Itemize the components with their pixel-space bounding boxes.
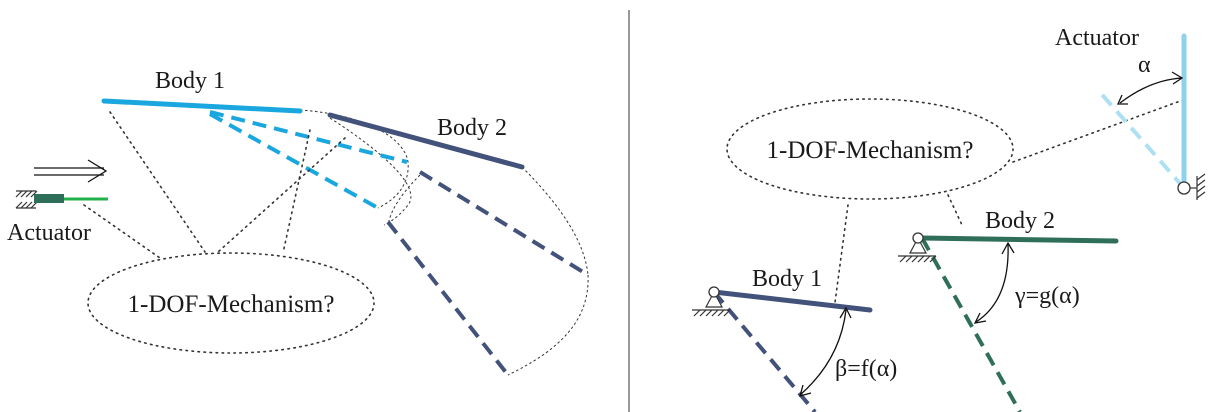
translation-arrow-icon (34, 159, 108, 183)
body2-pos2 (418, 170, 590, 277)
connector-body2 (217, 137, 346, 253)
ground-hatch (15, 190, 38, 209)
body2-pivot (912, 232, 924, 244)
actuator-pivot (1177, 181, 1191, 195)
body1-pivot (708, 286, 720, 298)
actuator-left (15, 159, 108, 209)
body1-label: Body 1 (155, 68, 225, 94)
mechanism-label: 1-DOF-Mechanism? (128, 291, 335, 318)
gamma-arrowhead-2 (973, 312, 987, 324)
beta-arc (799, 309, 847, 396)
beta-arrowhead-1 (839, 306, 852, 319)
body2-pos3 (386, 220, 510, 377)
actuator-ground-hatch (1196, 173, 1206, 199)
body2-ground-hatch (899, 255, 937, 263)
body1-right-dashed (712, 290, 817, 412)
body2-label: Body 2 (437, 115, 507, 141)
body2-right (898, 232, 1119, 412)
alpha-arrowhead-2 (1171, 71, 1184, 85)
gamma-label: γ=g(α) (1014, 283, 1080, 309)
actuator-label-right: Actuator (1055, 25, 1139, 51)
connector-body1-right (833, 204, 849, 311)
gamma-arrowhead-1 (1001, 241, 1015, 255)
body2-right-link (919, 235, 1119, 244)
gamma-arc (975, 243, 1009, 323)
body1-label-right: Body 1 (752, 266, 822, 292)
body1-link (101, 98, 303, 114)
beta-label: β=f(α) (835, 356, 897, 382)
connector-actuator-right (1012, 99, 1184, 163)
body1-right (692, 286, 873, 412)
body2-right-dashed (920, 237, 1022, 412)
mechanism-ellipse-left (87, 252, 375, 354)
right-panel: 1-DOF-Mechanism? Actuator α (692, 25, 1206, 412)
alpha-arrowhead-1 (1116, 94, 1128, 105)
actuator-right (1096, 33, 1206, 200)
actuator-housing (34, 194, 64, 203)
body1-pivot-support (705, 290, 723, 308)
left-panel: Body 1 Body 2 Actuator 1-DOF-Mechanism? (7, 68, 590, 377)
body2-label-right: Body 2 (985, 208, 1055, 234)
body1-right-link (711, 289, 873, 313)
body2-envelope-curve (521, 166, 589, 276)
beta-arrowhead-2 (799, 384, 812, 397)
connector-actuator (83, 204, 161, 259)
alpha-label: α (1138, 52, 1151, 78)
alpha-arc (1119, 77, 1183, 104)
body2-inner-envelope (387, 174, 421, 226)
connector-body1-b (282, 129, 311, 254)
body2-pivot-support (909, 236, 927, 254)
body1-pos3 (209, 112, 379, 210)
mechanism-label-right: 1-DOF-Mechanism? (767, 137, 974, 164)
actuator-label: Actuator (7, 220, 91, 246)
connector-body2-right (947, 194, 963, 226)
connector-body1 (109, 111, 206, 253)
body2-outer-envelope (507, 274, 589, 376)
body1-ground-hatch (693, 309, 731, 317)
body2-link (327, 112, 525, 170)
mechanism-ellipse-right (726, 98, 1014, 200)
